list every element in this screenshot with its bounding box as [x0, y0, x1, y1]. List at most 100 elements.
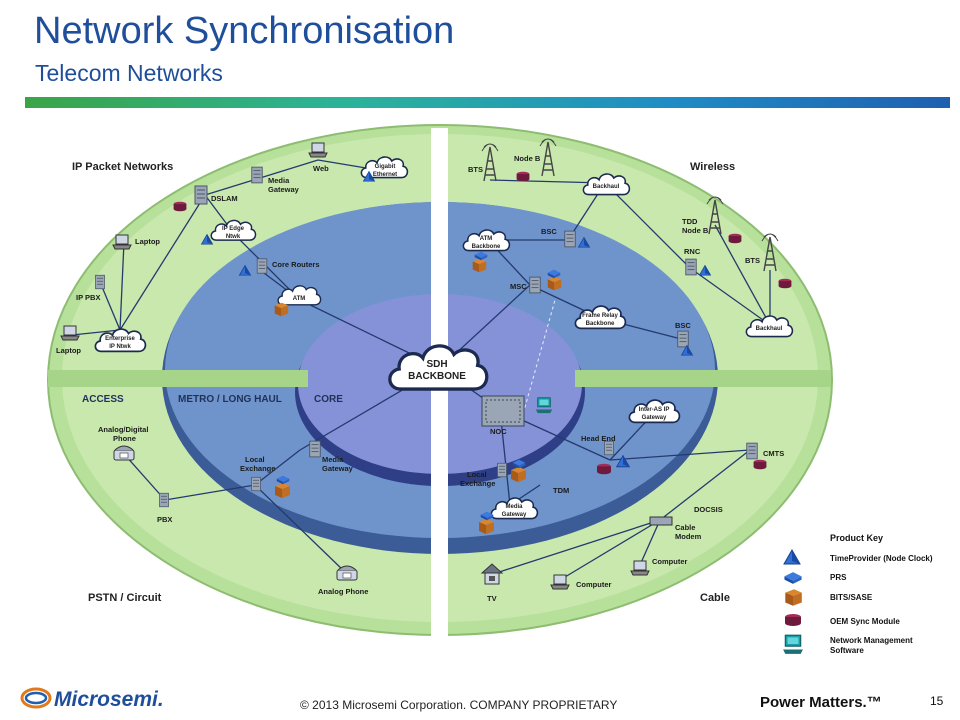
- label-tdm: TDM: [553, 486, 569, 495]
- svg-text:Enterprise: Enterprise: [105, 336, 135, 342]
- oem-sync-module-icon: [778, 278, 792, 289]
- product-key-title: Product Key: [830, 533, 883, 543]
- svg-text:Node B: Node B: [682, 226, 709, 235]
- svg-text:Phone: Phone: [113, 434, 136, 443]
- footer-copyright: © 2013 Microsemi Corporation. COMPANY PR…: [300, 698, 618, 712]
- network-management-icon: [535, 397, 553, 414]
- head-end-server-icon: [604, 440, 614, 456]
- key-prs-icon: [784, 572, 802, 584]
- svg-text:Exchange: Exchange: [460, 479, 495, 488]
- local-exchange-server-icon: [497, 462, 507, 478]
- computer-icon: [630, 560, 650, 576]
- band-core: CORE: [314, 394, 343, 405]
- svg-text:Gigabit: Gigabit: [375, 164, 396, 170]
- label-laptop: Laptop: [56, 346, 81, 355]
- svg-text:Software: Software: [830, 646, 864, 655]
- cloud-enterprise-ip-ntwk: Enterprise IP Ntwk: [94, 328, 147, 353]
- key-timeprovider-icon: [783, 549, 801, 565]
- dslam-server-icon: [194, 185, 208, 205]
- svg-text:Modem: Modem: [675, 532, 702, 541]
- oem-sync-module-icon: [516, 171, 530, 182]
- label-dslam: DSLAM: [211, 194, 238, 203]
- page-number: 15: [930, 694, 944, 708]
- svg-text:Backbone: Backbone: [586, 321, 615, 327]
- computer-icon: [550, 574, 570, 590]
- label-cable-modem: Cable: [675, 523, 695, 532]
- label-msc: MSC: [510, 282, 527, 291]
- svg-text:Gateway: Gateway: [502, 512, 527, 518]
- key-oem-sync-module-icon: [785, 614, 801, 626]
- cloud-media-gateway: Media Gateway: [490, 497, 539, 520]
- local-exchange-server-icon: [251, 476, 261, 492]
- title-gradient-bar: [25, 97, 950, 108]
- band-strip-right: [575, 370, 831, 387]
- label-pbx: PBX: [157, 515, 172, 524]
- cloud-atm-backbone: ATM Backbone: [462, 229, 511, 252]
- label-local-exchange: Local: [467, 470, 487, 479]
- footer-tagline: Power Matters.™: [760, 694, 882, 711]
- section-pstn-circuit: PSTN / Circuit: [88, 592, 162, 604]
- key-prs-label: PRS: [830, 573, 847, 582]
- svg-text:SDH: SDH: [426, 359, 447, 370]
- rnc-server-icon: [685, 258, 697, 276]
- label-tdd-node-b: TDD: [682, 217, 698, 226]
- ip-pbx-server-icon: [95, 274, 105, 290]
- cmts-server-icon: [746, 442, 758, 460]
- label-bsc: BSC: [675, 321, 691, 330]
- label-media-gateway-ip: Media: [268, 176, 290, 185]
- svg-text:IP Ntwk: IP Ntwk: [109, 344, 131, 350]
- laptop-icon: [60, 325, 80, 341]
- oem-sync-module-icon: [728, 233, 742, 244]
- section-cable: Cable: [700, 592, 730, 604]
- media-gateway-server-icon: [309, 440, 321, 458]
- web-laptop-icon: [308, 142, 328, 158]
- key-timeprovider-label: TimeProvider (Node Clock): [830, 554, 933, 563]
- label-local-exchange: Local: [245, 455, 265, 464]
- svg-text:Exchange: Exchange: [240, 464, 275, 473]
- svg-text:Backhaul: Backhaul: [756, 326, 783, 332]
- svg-text:Gateway: Gateway: [268, 185, 300, 194]
- sdh-backbone-cloud: SDH BACKBONE: [388, 344, 489, 391]
- svg-text:IP Edge: IP Edge: [222, 226, 245, 232]
- analog-phone-icon: [336, 565, 358, 581]
- svg-text:Gateway: Gateway: [642, 415, 667, 421]
- svg-text:BACKBONE: BACKBONE: [408, 371, 466, 382]
- svg-text:Media: Media: [505, 504, 523, 510]
- section-ip-packet-networks: IP Packet Networks: [72, 161, 173, 173]
- label-analog-phone: Analog Phone: [318, 587, 368, 596]
- label-web: Web: [313, 164, 329, 173]
- msc-server-icon: [529, 276, 541, 294]
- oem-sync-module-icon: [597, 463, 611, 475]
- section-wireless: Wireless: [690, 161, 735, 173]
- label-bts: BTS: [745, 256, 760, 265]
- noc-building: [481, 395, 525, 427]
- bits-sase-icon: [479, 519, 494, 534]
- svg-text:Ethernet: Ethernet: [373, 172, 397, 178]
- cloud-gigabit-ethernet: Gigabit Ethernet: [360, 156, 409, 179]
- key-network-management-icon: [782, 634, 804, 655]
- svg-text:Frame Relay: Frame Relay: [582, 313, 618, 319]
- svg-text:Ntwk: Ntwk: [226, 234, 241, 240]
- analog-digital-phone-icon: [113, 445, 135, 461]
- cloud-inter-as-ip-gateway: Inter-AS IP Gateway: [628, 399, 681, 424]
- oem-sync-module-icon: [173, 201, 187, 212]
- slide-title: Network Synchronisation: [34, 10, 455, 52]
- band-strip-left: [48, 370, 308, 387]
- product-key: Product Key TimeProvider (Node Clock) PR…: [782, 533, 933, 655]
- bits-sase-icon: [274, 302, 289, 317]
- cloud-frame-relay-backbone: Frame Relay Backbone: [574, 305, 627, 330]
- key-oem-sync-label: OEM Sync Module: [830, 617, 900, 626]
- label-cmts: CMTS: [763, 449, 784, 458]
- label-computer: Computer: [576, 580, 611, 589]
- pbx-server-icon: [159, 492, 169, 508]
- svg-text:ATM: ATM: [480, 236, 493, 242]
- laptop-icon: [112, 234, 132, 250]
- label-bsc: BSC: [541, 227, 557, 236]
- bits-sase-icon: [472, 258, 487, 273]
- microsemi-logo: Microsemi.: [18, 684, 188, 714]
- key-bits-sase-label: BITS/SASE: [830, 593, 873, 602]
- bits-sase-icon: [547, 276, 562, 291]
- svg-text:Inter-AS IP: Inter-AS IP: [639, 407, 670, 413]
- bits-sase-icon: [511, 467, 526, 482]
